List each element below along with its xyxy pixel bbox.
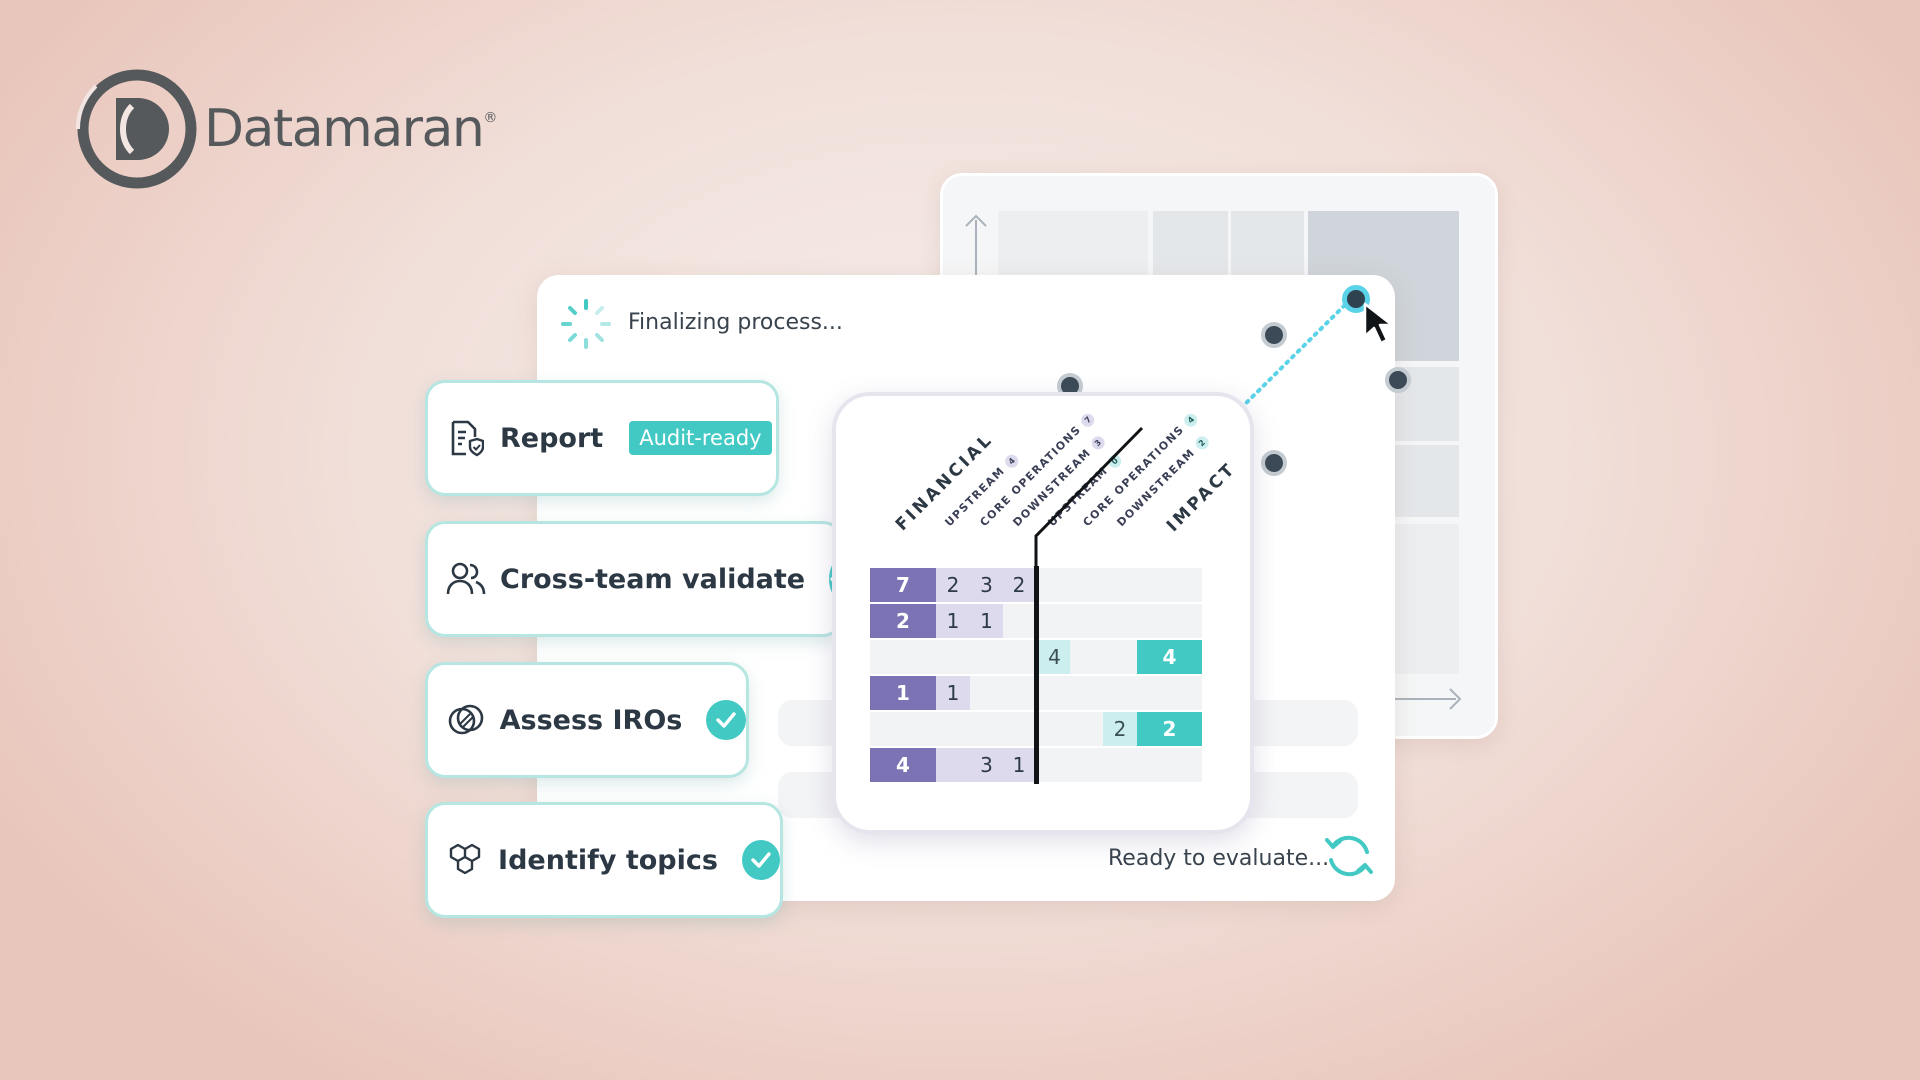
- finalizing-status: Finalizing process...: [628, 310, 843, 335]
- step-cross-team-validate[interactable]: Cross-team validate: [425, 521, 852, 637]
- heatmap-cell: [1070, 640, 1103, 674]
- heatmap-cell: [1039, 748, 1070, 782]
- overlap-circles-icon: [446, 700, 486, 740]
- ready-status: Ready to evaluate...: [1108, 846, 1330, 871]
- heatmap-cell: [1137, 604, 1202, 638]
- heatmap-cell: [1103, 676, 1137, 710]
- step-label: Assess IROs: [499, 704, 683, 736]
- heatmap-cell: [870, 712, 936, 746]
- heatmap-cell: 2: [870, 604, 936, 638]
- heatmap-cell: 3: [980, 573, 993, 597]
- heatmap-cell: [1070, 712, 1103, 746]
- heatmap-cell: 2: [1137, 712, 1202, 746]
- matrix-dot[interactable]: [1261, 322, 1287, 348]
- heatmap-cell: [1103, 568, 1137, 602]
- refresh-icon[interactable]: [1323, 830, 1375, 882]
- heatmap-cell: [1070, 604, 1103, 638]
- heatmap-cell: [1003, 640, 1035, 674]
- heatmap-cell: 2: [1103, 712, 1137, 746]
- users-icon: [446, 559, 486, 599]
- check-icon: [706, 700, 746, 740]
- heatmap-cell: 4: [1137, 640, 1202, 674]
- connector-line: [1222, 296, 1354, 427]
- heatmap-cell: 1: [870, 676, 936, 710]
- heatmap-cell: [1137, 676, 1202, 710]
- heatmap-cell: [1003, 712, 1035, 746]
- heatmap-cell: [936, 640, 970, 674]
- mouse-cursor-icon: [1363, 302, 1394, 345]
- report-shield-icon: [446, 418, 486, 458]
- heatmap-cell: 1: [946, 609, 960, 633]
- heatmap-segment: [936, 604, 1003, 638]
- heatmap-cell: 4: [1039, 640, 1070, 674]
- heatmap-cell: 3: [980, 753, 993, 777]
- heatmap-cell: 2: [946, 573, 960, 597]
- heatmap-cell: [1137, 568, 1202, 602]
- heatmap-cell: [1039, 604, 1070, 638]
- heatmap-cell: [970, 712, 1003, 746]
- heatmap-cell: [1103, 748, 1137, 782]
- heatmap-cell: 1: [1012, 753, 1026, 777]
- heatmap-cell: [1070, 568, 1103, 602]
- heatmap-segment: [936, 748, 1035, 782]
- heatmap-cell: [1003, 604, 1035, 638]
- step-label: Report: [500, 422, 604, 454]
- step-identify-topics[interactable]: Identify topics: [425, 802, 783, 918]
- datamaran-logo: Datamaran®: [76, 68, 497, 190]
- heatmap-segment: [936, 568, 1035, 602]
- hexagon-cluster-icon: [446, 840, 484, 880]
- datamaran-logo-icon: [76, 69, 197, 189]
- heatmap-cell: 1: [980, 609, 993, 633]
- y-axis-arrow-icon: [965, 214, 987, 227]
- heatmap-cell: [1103, 604, 1137, 638]
- heatmap-cell: [1103, 640, 1137, 674]
- heatmap-cell: [936, 712, 970, 746]
- heatmap-cell: [1039, 676, 1070, 710]
- matrix-dot[interactable]: [1261, 450, 1287, 476]
- heatmap-cell: [1070, 676, 1103, 710]
- heatmap-cell: [1003, 676, 1035, 710]
- step-label: Cross-team validate: [500, 563, 806, 595]
- matrix-dot[interactable]: [1385, 367, 1411, 393]
- heatmap-cell: [970, 640, 1003, 674]
- heatmap-cell: [870, 640, 936, 674]
- heatmap-cell: [1137, 748, 1202, 782]
- heatmap-cell: 4: [870, 748, 936, 782]
- heatmap-cell: [1070, 748, 1103, 782]
- step-report[interactable]: Report Audit-ready: [425, 380, 779, 496]
- step-assess-iros[interactable]: Assess IROs: [425, 662, 749, 778]
- heatmap-divider: [1034, 426, 1144, 572]
- heatmap-cell: [936, 748, 970, 782]
- heatmap-cell: [1039, 568, 1070, 602]
- heatmap-cell: [1039, 712, 1070, 746]
- heatmap-cell: [970, 676, 1003, 710]
- matrix-dot-selected[interactable]: [1342, 285, 1370, 313]
- brand-name: Datamaran®: [204, 99, 498, 159]
- heatmap-cell: 1: [946, 681, 960, 705]
- x-axis-arrow-icon: [1449, 688, 1462, 710]
- heatmap-segment: [936, 676, 970, 710]
- check-icon: [741, 840, 780, 880]
- loading-spinner-icon: [561, 299, 611, 349]
- heatmap-cell: 7: [870, 568, 936, 602]
- step-label: Identify topics: [498, 844, 718, 876]
- heatmap-cell: 2: [1012, 573, 1026, 597]
- audit-ready-badge: Audit-ready: [629, 421, 772, 455]
- heatmap-separator: [1034, 566, 1039, 784]
